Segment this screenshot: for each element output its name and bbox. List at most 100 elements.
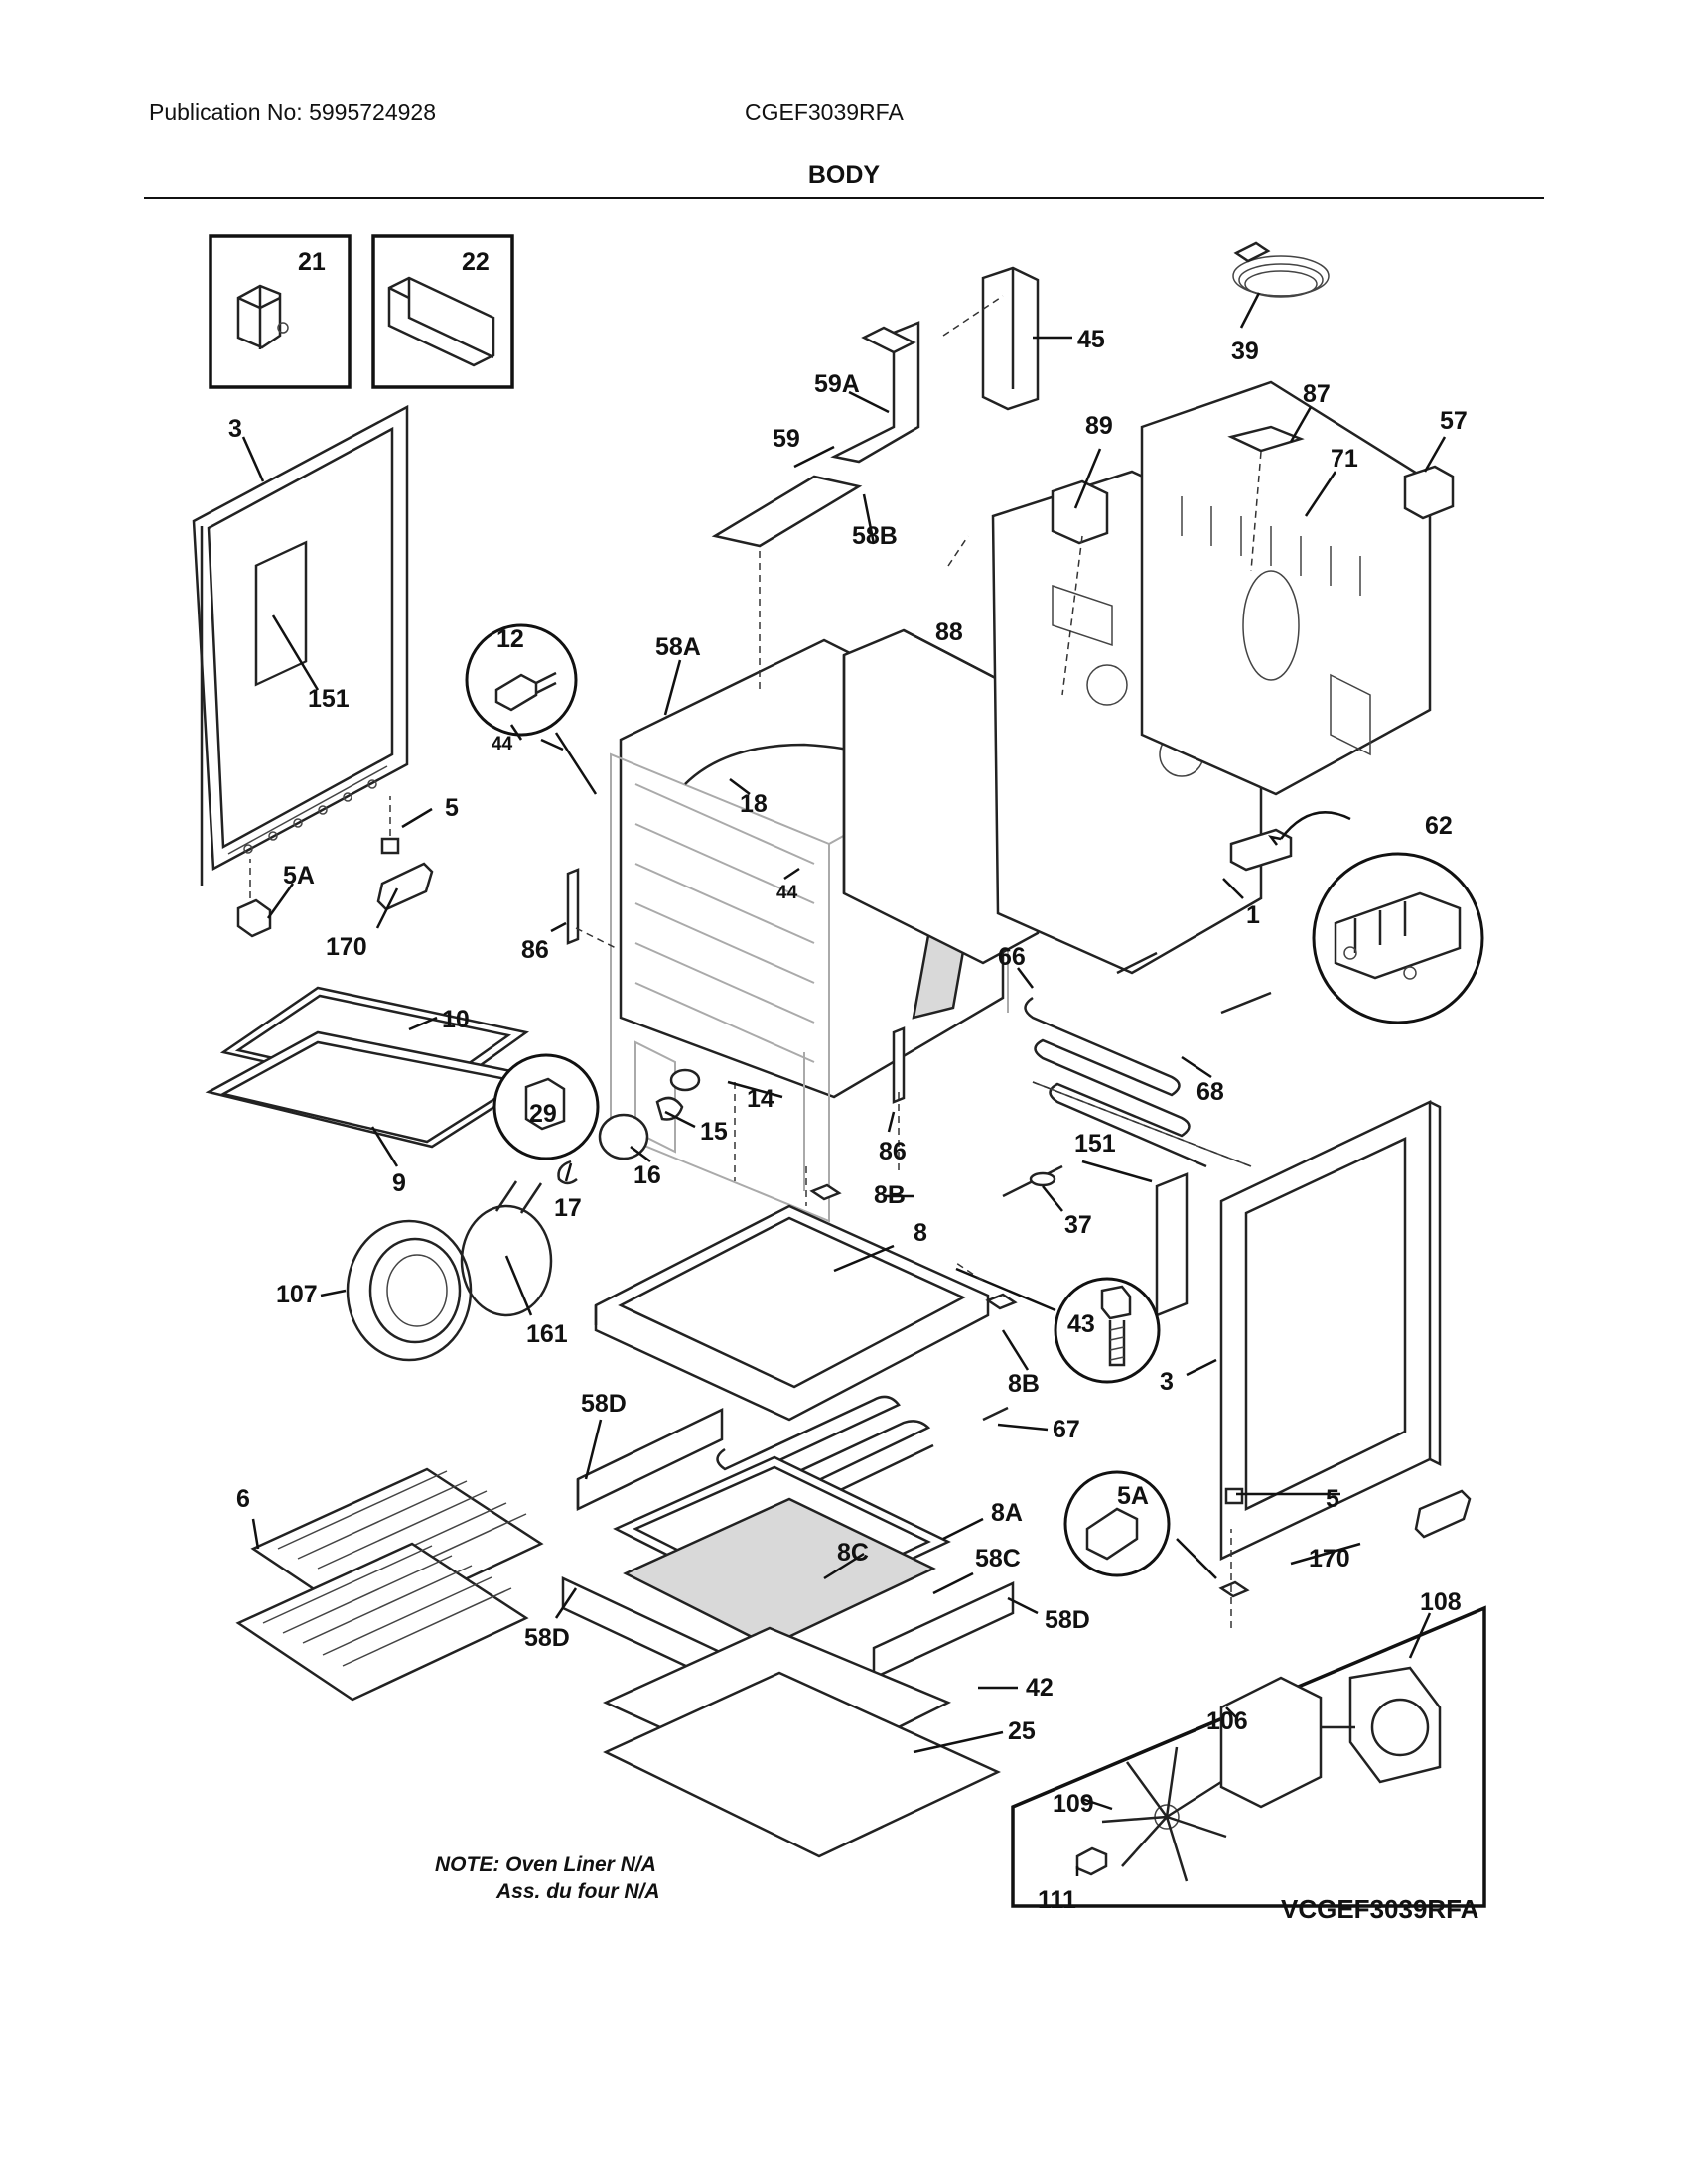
side-brackets-right: [1002, 1164, 1189, 1317]
callout-68: 68: [1196, 1078, 1224, 1106]
callout-44-top: 44: [492, 734, 513, 754]
note-line-1: NOTE: Oven Liner N/A: [435, 1853, 656, 1876]
callout-16: 16: [633, 1161, 661, 1189]
callout-58d-left: 58D: [524, 1624, 570, 1652]
callout-5-right: 5: [1326, 1485, 1339, 1513]
oven-light-assembly: [492, 1053, 701, 1185]
broil-pan: [205, 986, 545, 1149]
callout-67: 67: [1053, 1416, 1080, 1443]
callout-43: 43: [1067, 1310, 1095, 1338]
callout-8: 8: [914, 1219, 927, 1247]
callout-170-left: 170: [326, 933, 367, 961]
callout-107: 107: [276, 1281, 318, 1308]
insulation-58d-sides: [561, 1576, 1015, 1685]
callout-86-left: 86: [521, 936, 549, 964]
terminal-block-62: [1229, 811, 1484, 1024]
callout-5a-right: 5A: [1117, 1482, 1149, 1510]
callout-58b: 58B: [852, 522, 898, 550]
insulation-58c: [623, 1497, 936, 1648]
callout-3-right: 3: [1160, 1368, 1174, 1396]
leader-lines: [241, 336, 1447, 1876]
callout-8c: 8C: [837, 1539, 869, 1567]
callout-59: 59: [773, 425, 800, 453]
callout-151-right: 151: [1074, 1130, 1116, 1158]
callout-108: 108: [1420, 1588, 1462, 1616]
header-divider: [144, 197, 1544, 199]
callout-86-right: 86: [879, 1138, 907, 1165]
callout-57: 57: [1440, 407, 1468, 435]
vent-duct: [711, 321, 920, 548]
callout-3-left: 3: [228, 415, 242, 443]
callout-106: 106: [1206, 1707, 1248, 1735]
callout-21: 21: [298, 248, 326, 276]
callout-58d-right: 58D: [1045, 1606, 1090, 1634]
callout-87: 87: [1303, 380, 1331, 408]
meat-probe-39: [1232, 241, 1330, 329]
fan-blade: [1101, 1746, 1227, 1882]
callout-labels: 21 22 3 151 5 5A 170 10 9 12 44 58A 18 4…: [228, 248, 1468, 1914]
broil-element-66: [1024, 951, 1272, 1168]
rear-cover-71: [1140, 380, 1432, 796]
callout-14: 14: [747, 1085, 774, 1113]
vent-box-45: [981, 266, 1040, 411]
bolt-detail-43: [955, 1267, 1161, 1384]
variant-label: VCGEF3039RFA: [1281, 1894, 1479, 1924]
oven-bottom-8: [594, 1204, 990, 1422]
callout-1: 1: [1246, 901, 1260, 929]
callout-66: 66: [998, 943, 1026, 971]
callout-29: 29: [529, 1100, 557, 1128]
callout-62: 62: [1425, 812, 1453, 840]
callout-5-left: 5: [445, 794, 459, 822]
callout-59a: 59A: [814, 370, 860, 398]
callout-8b-top: 8B: [874, 1181, 906, 1209]
rack-guides-86: [566, 868, 906, 1104]
convection-fan-kit-box: [1011, 1605, 1486, 1908]
model-number: CGEF3039RFA: [745, 99, 904, 125]
callout-42: 42: [1026, 1674, 1054, 1702]
callout-6: 6: [236, 1485, 250, 1513]
callout-17: 17: [554, 1194, 582, 1222]
callout-111: 111: [1038, 1886, 1076, 1914]
callout-71: 71: [1331, 445, 1358, 473]
callout-151-left: 151: [308, 685, 350, 713]
callout-10: 10: [442, 1006, 470, 1033]
section-title: BODY: [807, 161, 881, 189]
callout-9: 9: [392, 1169, 406, 1197]
callout-58c: 58C: [975, 1545, 1021, 1572]
callout-44-mid: 44: [776, 883, 798, 903]
callout-170-right: 170: [1309, 1545, 1350, 1572]
leveling-parts-right: [1063, 1470, 1472, 1598]
insulation-58d-top: [576, 1408, 724, 1511]
inset-part-21: [209, 234, 352, 389]
clips-8b: [809, 1183, 1018, 1310]
callout-8a: 8A: [991, 1499, 1023, 1527]
callout-39: 39: [1231, 338, 1259, 365]
callout-22: 22: [462, 248, 490, 276]
lower-panels: [602, 1626, 1001, 1858]
callout-37: 37: [1064, 1211, 1092, 1239]
left-side-panel: [192, 404, 409, 886]
oven-racks: [235, 1467, 544, 1702]
callout-88: 88: [935, 618, 963, 646]
callout-109: 109: [1053, 1790, 1094, 1818]
callout-45: 45: [1077, 326, 1105, 353]
callout-8b-low: 8B: [1008, 1370, 1040, 1398]
callout-58a: 58A: [655, 633, 701, 661]
callout-12: 12: [496, 625, 524, 653]
brackets-top-right: [1051, 425, 1455, 696]
inset-part-22: [371, 234, 514, 389]
callout-5a-left: 5A: [283, 862, 315, 889]
right-side-panel: [1219, 1100, 1442, 1561]
callout-89: 89: [1085, 412, 1113, 440]
convection-fan-cover: [346, 1180, 553, 1362]
callout-161: 161: [526, 1320, 568, 1348]
callout-25: 25: [1008, 1717, 1036, 1745]
callout-15: 15: [700, 1118, 728, 1146]
lamp-socket-detail: [465, 623, 598, 795]
callout-18: 18: [740, 790, 768, 818]
assembly-dashed-lines: [575, 295, 1232, 1628]
publication-number: Publication No: 5995724928: [149, 99, 437, 125]
callout-58d-top: 58D: [581, 1390, 627, 1418]
insulation-wrap: [842, 628, 1040, 965]
